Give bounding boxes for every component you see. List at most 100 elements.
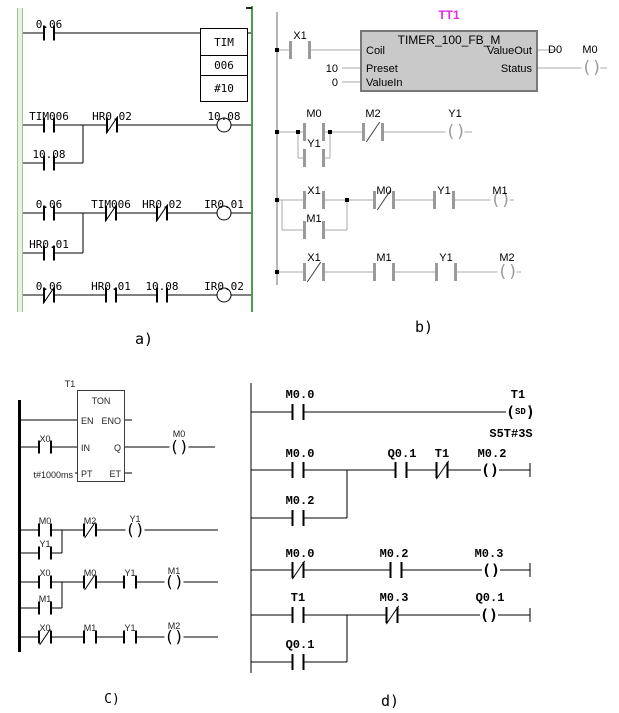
nc-contact: [362, 121, 384, 143]
coil-label: M0: [172, 429, 186, 439]
no-contact: [291, 404, 305, 420]
coil-label: IR0.01: [204, 198, 244, 211]
contact-label: Y1: [307, 138, 321, 150]
no-contact: [291, 462, 305, 478]
right-power-rail: [251, 6, 253, 312]
contact-label: M1: [376, 252, 392, 264]
pin-valueout: ValueOut: [486, 45, 532, 57]
contact-label: M0: [306, 108, 322, 120]
contact-label: Y1: [39, 539, 51, 549]
nc-contact: [83, 573, 97, 591]
output-coil: [169, 438, 189, 456]
no-contact: [38, 440, 52, 454]
tim-set-value: #10: [214, 82, 234, 95]
left-power-rail: [17, 8, 23, 312]
nc-contact: [104, 204, 118, 222]
no-contact: [123, 575, 137, 589]
no-contact: [105, 287, 117, 303]
nc-contact: [155, 204, 169, 222]
no-contact: [43, 245, 55, 261]
contact-label: TIM006: [91, 198, 131, 211]
contact-label: M1: [38, 594, 52, 604]
contact-label: 0.06: [35, 18, 63, 31]
caption-a: a): [134, 330, 154, 348]
block-title: TIMER_100_FB_M: [397, 33, 501, 47]
junction-dot: [275, 198, 279, 202]
coil-label: 10.08: [207, 110, 241, 123]
coil-label: Q0.1: [475, 591, 505, 605]
no-contact: [289, 41, 311, 59]
block-instance-tag: T1: [64, 379, 76, 389]
no-contact: [394, 462, 408, 478]
nc-contact: [291, 560, 305, 580]
contact-label: Q0.1: [387, 447, 417, 461]
no-contact: [43, 25, 55, 41]
no-contact: [156, 287, 168, 303]
no-contact: [43, 155, 55, 171]
no-contact: [38, 601, 52, 615]
contact-label: T1: [434, 447, 450, 461]
coil-label: Y1: [129, 514, 141, 524]
output-coil: [482, 561, 500, 579]
valueout-variable: D0: [548, 44, 563, 56]
pin-eno: ENO: [101, 416, 121, 426]
pin-in: IN: [81, 443, 90, 453]
contact-label: X0: [39, 434, 51, 444]
pin-status: Status: [500, 63, 532, 75]
coil-label: Y1: [448, 108, 462, 120]
no-contact: [389, 562, 403, 578]
output-coil: [164, 628, 184, 646]
valuein-value: 0: [331, 77, 338, 89]
no-contact: [303, 123, 325, 141]
output-coil: [497, 263, 517, 281]
no-contact: [123, 630, 137, 644]
nc-contact: [42, 286, 56, 304]
output-coil: [164, 573, 184, 591]
junction-dot: [328, 130, 332, 134]
no-contact: [291, 607, 305, 623]
contact-label: M1: [83, 623, 97, 633]
junction-dot: [345, 198, 349, 202]
contact-label: M0.0: [285, 388, 315, 402]
contact-label: X1: [307, 185, 321, 197]
junction-dot: [275, 48, 279, 52]
contact-label: T1: [290, 591, 306, 605]
sd-timer-coil: SD: [506, 403, 530, 421]
no-contact: [38, 575, 52, 589]
pin-en: EN: [81, 416, 94, 426]
contact-label: TIM006: [29, 110, 69, 123]
contact-label: M2: [83, 516, 97, 526]
junction-dot: [296, 130, 300, 134]
no-contact: [43, 205, 55, 221]
no-contact: [433, 191, 455, 209]
nc-contact: [435, 460, 449, 480]
coil-label: IR0.02: [204, 280, 244, 293]
contact-label: HR0.01: [91, 280, 131, 293]
contact-label: M0.2: [379, 547, 409, 561]
coil-label: M0.2: [477, 447, 507, 461]
contact-label: HR0.02: [92, 110, 132, 123]
pin-coil: Coil: [366, 45, 385, 57]
contact-label: M1: [306, 213, 322, 225]
pin-pt: PT: [81, 469, 93, 479]
nc-contact: [83, 521, 97, 539]
nc-contact: [385, 605, 399, 625]
contact-label: M0.3: [379, 591, 409, 605]
contact-label: M0: [83, 568, 97, 578]
contact-label: Q0.1: [285, 638, 315, 652]
panel-d-wires: [250, 383, 531, 673]
contact-label: 10.08: [32, 148, 66, 161]
nc-contact: [105, 116, 119, 134]
output-coil: [216, 205, 232, 221]
coil-label: M2: [499, 252, 515, 264]
preset-value: 10: [325, 63, 338, 75]
nc-contact: [303, 261, 325, 283]
tim-mnemonic: TIM: [201, 29, 247, 56]
output-coil: [125, 521, 145, 539]
nc-contact: [38, 628, 52, 646]
output-coil: [481, 461, 499, 479]
